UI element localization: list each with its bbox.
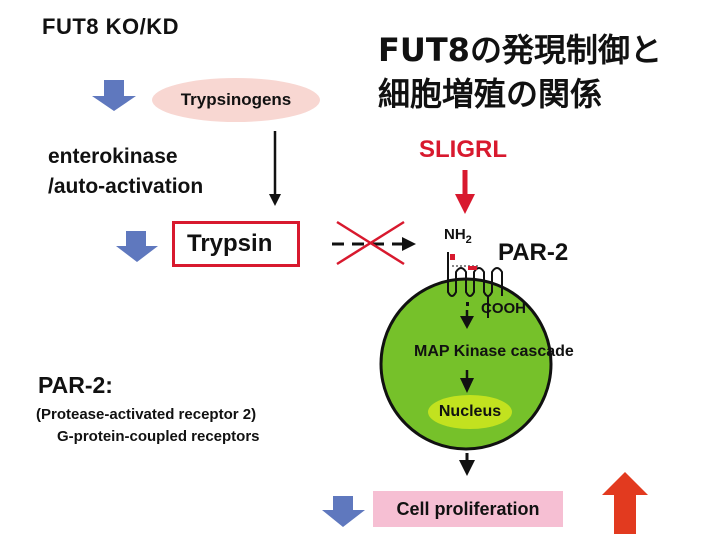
- map-kinase-label: MAP Kinase cascade: [414, 343, 574, 360]
- arrow-activation: [269, 131, 281, 206]
- nh2-subscript: 2: [465, 234, 472, 246]
- par2-definition-line1: (Protease-activated receptor 2): [36, 406, 257, 423]
- signal-arrow-1: [460, 302, 474, 329]
- par2-label: PAR-2: [498, 239, 569, 266]
- enterokinase-label: enterokinase /auto-activation: [48, 142, 203, 202]
- slide-title-line2: 細胞増殖の関係: [378, 75, 603, 113]
- trypsin-node: Trypsin: [172, 221, 300, 267]
- nh2-label: NH2: [444, 226, 472, 246]
- cleavage-site-mark: [468, 266, 477, 270]
- nucleus-label: Nucleus: [438, 403, 502, 420]
- title-fut8-ko-kd: FUT8 KO/KD: [42, 14, 179, 39]
- red-cross-icon: [336, 220, 405, 266]
- enterokinase-label-line1: enterokinase: [48, 145, 178, 168]
- slide-title: FUT8の発現制御と 細胞増殖の関係: [378, 28, 662, 116]
- down-arrow-icon-trypsin: [116, 231, 158, 262]
- par2-definition-line2: G-protein-coupled receptors: [57, 428, 260, 445]
- slide-title-line1: FUT8の発現制御と: [378, 31, 662, 69]
- cell-proliferation-node: Cell proliferation: [373, 491, 563, 527]
- signal-arrow-2: [460, 370, 474, 393]
- sligrl-label: SLIGRL: [419, 136, 507, 163]
- down-arrow-icon-trypsinogens: [92, 80, 136, 111]
- signal-arrow-3: [459, 453, 475, 476]
- trypsinogens-node: Trypsinogens: [152, 78, 320, 122]
- cooh-label: COOH: [481, 300, 526, 317]
- cell-body: [379, 277, 553, 451]
- up-arrow-icon-cell-proliferation: [602, 472, 648, 534]
- blocked-arrow: [332, 237, 416, 251]
- nh2-text: NH: [444, 226, 466, 243]
- sligrl-arrow: [455, 170, 475, 214]
- enterokinase-label-line2: /auto-activation: [48, 175, 204, 198]
- tethered-ligand-mark: [450, 254, 455, 260]
- par2-definition-title: PAR-2:: [38, 372, 113, 398]
- down-arrow-icon-cell-proliferation: [322, 496, 365, 527]
